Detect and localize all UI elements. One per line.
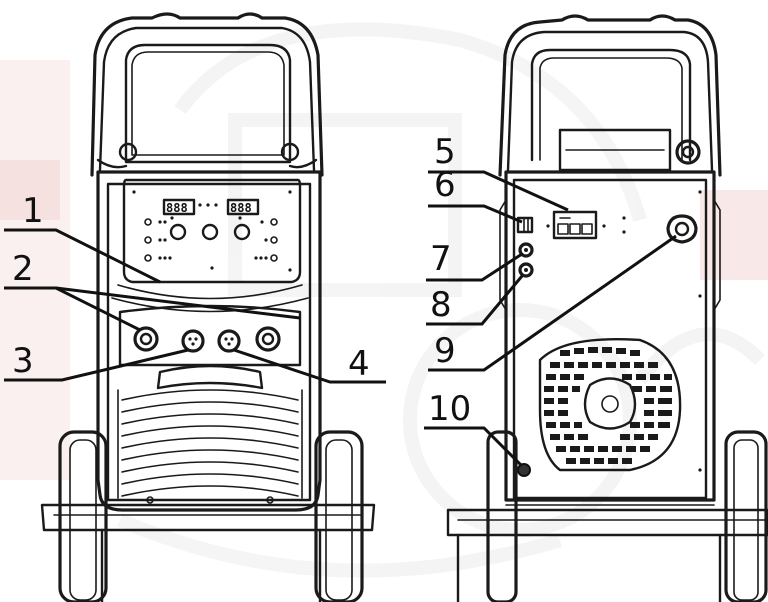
front-output-terminal-right xyxy=(255,326,281,352)
front-output-terminal-left xyxy=(133,326,159,352)
front-control-panel: 888 888 xyxy=(111,178,309,313)
center-knob xyxy=(201,223,219,241)
callout-5: 5 xyxy=(428,132,569,212)
right-display-frame xyxy=(226,198,260,216)
rear-right-wheel xyxy=(724,430,768,602)
callout-9-label: 9 xyxy=(434,331,456,371)
front-control-socket-3 xyxy=(181,329,205,353)
callout-8-label: 8 xyxy=(430,285,452,325)
front-right-wheel xyxy=(314,430,364,602)
rear-trolley xyxy=(446,430,768,602)
rear-left-wheel xyxy=(486,430,518,602)
rear-cable-gland xyxy=(666,214,698,244)
watermark-logo xyxy=(0,22,768,578)
panel-indicator-dots xyxy=(132,190,292,272)
rear-socket-8 xyxy=(518,262,534,278)
front-connector-panel xyxy=(118,304,302,367)
callout-6: 6 xyxy=(428,165,523,224)
callout-3: 3 xyxy=(4,341,189,382)
callout-3-label: 3 xyxy=(12,341,34,381)
rear-view xyxy=(446,14,768,602)
callout-10-label: 10 xyxy=(428,389,471,429)
rear-rating-plate xyxy=(546,210,626,240)
front-control-socket-4 xyxy=(217,329,241,353)
left-display: 888 xyxy=(166,201,188,215)
rear-socket-7 xyxy=(518,242,534,258)
front-grille xyxy=(117,364,303,504)
callout-2: 2 xyxy=(4,249,301,332)
callout-4-label: 4 xyxy=(348,344,370,384)
front-handle xyxy=(90,12,324,177)
callouts: 1 2 3 4 5 6 7 8 xyxy=(4,132,677,468)
right-knob xyxy=(233,223,251,241)
left-display-frame xyxy=(162,198,196,216)
front-left-wheel xyxy=(58,430,108,602)
callout-8: 8 xyxy=(426,275,524,326)
rear-body xyxy=(499,170,721,506)
callout-9: 9 xyxy=(428,234,677,372)
callout-1-label: 1 xyxy=(22,191,44,231)
rear-fan-grille xyxy=(538,337,682,472)
left-knob xyxy=(169,223,187,241)
rear-handle xyxy=(498,14,722,177)
callout-4: 4 xyxy=(233,344,386,384)
callout-10: 10 xyxy=(424,389,524,468)
callout-2-label: 2 xyxy=(12,249,34,289)
front-trolley xyxy=(40,430,376,602)
front-body: 888 888 xyxy=(96,170,322,512)
rear-gas-inlet xyxy=(516,216,534,234)
callout-1: 1 xyxy=(4,191,161,284)
callout-5-label: 5 xyxy=(434,132,456,172)
right-display: 888 xyxy=(230,201,252,215)
callout-7: 7 xyxy=(426,239,523,282)
fan-grille-slots xyxy=(544,347,672,464)
callout-7-label: 7 xyxy=(430,239,452,279)
callout-6-label: 6 xyxy=(434,165,456,205)
front-view: 888 888 xyxy=(40,12,376,602)
